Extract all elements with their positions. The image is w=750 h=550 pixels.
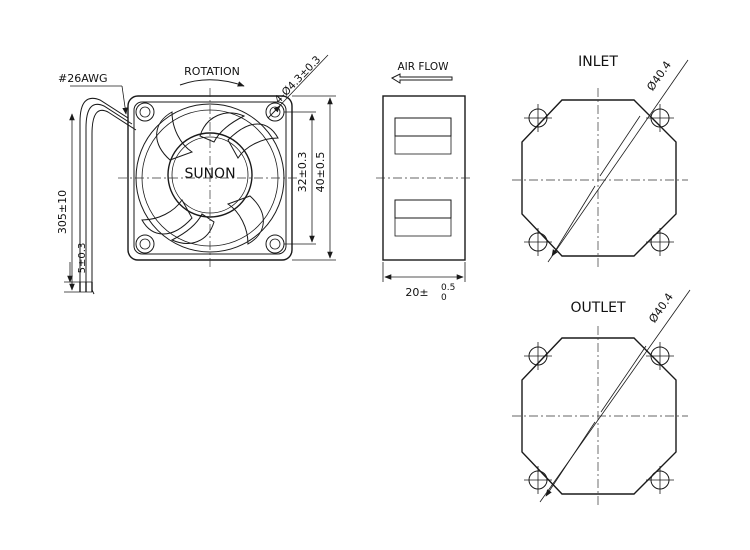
- mount-hole-label: 4-Ø4.3±0.3: [272, 54, 323, 106]
- inlet-diameter-label: Ø40.4: [644, 59, 674, 94]
- outlet-view: OUTLET Ø40.4: [512, 289, 691, 508]
- airflow-label: AIR FLOW: [397, 61, 449, 73]
- fan-hub: [167, 132, 253, 218]
- inlet-label: INLET: [578, 54, 618, 70]
- thickness-label: 20±: [405, 286, 428, 299]
- outlet-diameter-label: Ø40.4: [646, 291, 676, 326]
- inlet-view: INLET Ø40.4: [512, 54, 689, 270]
- thickness-upper-tol: 0.5: [441, 283, 455, 293]
- front-view: SUNON ROTATION 4-Ø4.3±0.3 32±0.3 40±0.5: [56, 54, 336, 295]
- rotation-label: ROTATION: [184, 65, 240, 78]
- lead-length-label: 305±10: [56, 190, 69, 234]
- side-view: AIR FLOW 20± 0.5 0: [376, 61, 472, 303]
- outlet-holes: [524, 342, 674, 494]
- rotation-arrow: [179, 79, 245, 87]
- thickness-lower-tol: 0: [441, 293, 447, 303]
- inlet-outline: [521, 99, 677, 257]
- awg-label: #26AWG: [58, 72, 108, 85]
- outlet-label: OUTLET: [570, 300, 625, 316]
- inlet-holes: [524, 104, 674, 256]
- lead-wires: [79, 97, 137, 295]
- fan-blades: [141, 111, 279, 245]
- airflow-arrow: [390, 73, 453, 84]
- hole-spacing-label: 32±0.3: [296, 152, 309, 193]
- lead-strip-label: 5±0.3: [77, 243, 88, 274]
- outlet-outline: [521, 337, 677, 495]
- frame-size-label: 40±0.5: [314, 152, 327, 193]
